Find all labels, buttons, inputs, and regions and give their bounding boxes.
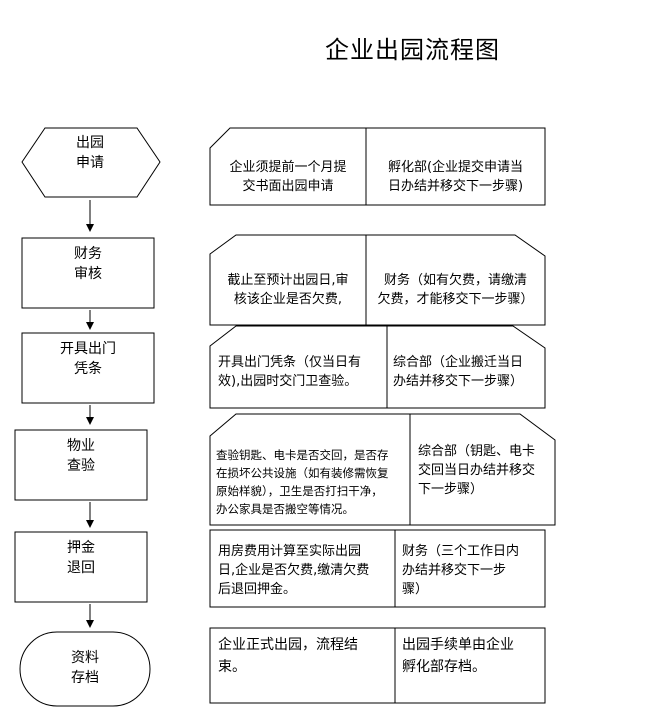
card-5-desc: 用房费用计算至实际出园 日,企业是否欠费,缴清欠费 后退回押金。	[218, 543, 370, 597]
card-5-dept: 财务（三个工作日内 办结并移交下一步 骤）	[402, 543, 520, 597]
step-label-deposit-refund: 押金 退回	[67, 540, 95, 576]
card-3-dept: 综合部（企业搬迁当日 办结并移交下一步骤）	[393, 355, 524, 389]
property-check-box-shape	[14, 429, 148, 501]
card-2-dept: 财务（如有欠费，请缴清 欠费，才能移交下一步骤）	[377, 273, 534, 307]
card-1-outline	[209, 127, 546, 206]
deposit-refund-box-shape	[14, 531, 148, 603]
page-title: 企业出园流程图	[325, 36, 500, 64]
card-4-outline	[209, 413, 556, 526]
finance-review-box-shape	[21, 237, 155, 309]
start-hexagon-shape	[21, 127, 161, 198]
card-6-outline	[209, 627, 546, 704]
card-1-desc: 企业须提前一个月提 交书面出园申请	[229, 160, 347, 194]
exit-slip-box-shape	[21, 332, 155, 404]
card-4-dept: 综合部（钥匙、电卡 交回当日办结并移交 下一步骤）	[418, 443, 536, 497]
step-label-apply: 出园 申请	[76, 135, 104, 171]
card-6-desc: 企业正式出园，流程结 束。	[218, 637, 358, 675]
step-label-exit-slip: 开具出门 凭条	[60, 341, 116, 377]
archive-terminal-shape	[19, 631, 151, 707]
card-5-outline	[209, 529, 546, 608]
step-label-finance-review: 财务 审核	[74, 246, 102, 282]
card-6-dept: 出园手续单由企业 孵化部存档。	[402, 637, 514, 675]
step-label-property-check: 物业 查验	[67, 438, 95, 474]
card-3-desc: 开具出门凭条（仅当日有 效),出园时交门卫查验。	[218, 355, 362, 389]
card-1-dept: 孵化部(企业提交申请当 日办结并移交下一步骤)	[387, 160, 524, 194]
step-label-archive: 资料 存档	[71, 650, 99, 686]
card-4-desc: 查验钥匙、电卡是否交回，是否存 在损坏公共设施（如有装修需恢复 原始样貌），卫生…	[216, 448, 389, 516]
card-2-outline	[209, 234, 546, 326]
card-3-outline	[209, 325, 546, 409]
card-2-desc: 截止至预计出园日,审 核该企业是否欠费,	[227, 273, 349, 307]
